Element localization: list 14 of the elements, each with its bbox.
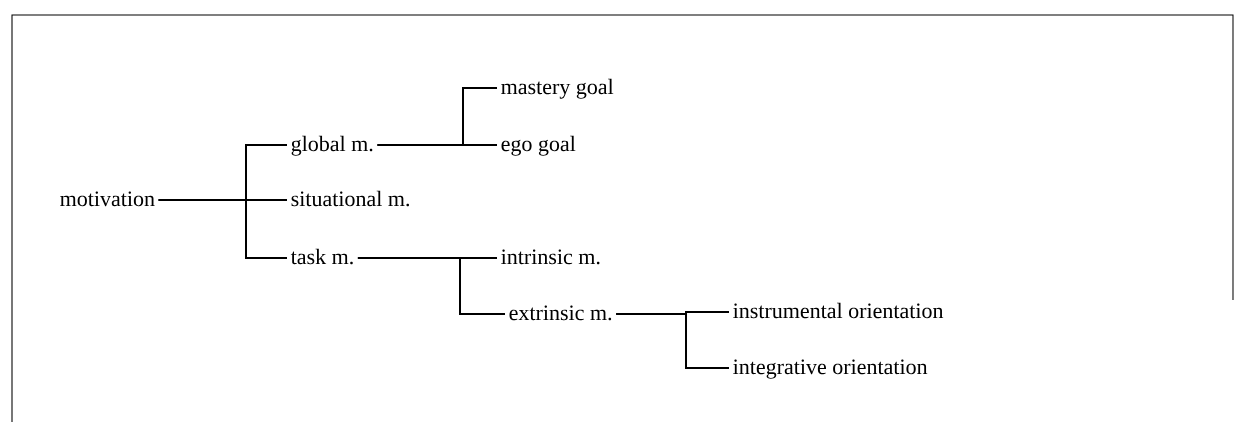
bracket-line bbox=[356, 257, 506, 315]
node-label: intrinsic m. bbox=[501, 249, 600, 265]
bracket-line bbox=[615, 313, 730, 369]
node-label: mastery goal bbox=[501, 78, 614, 99]
node-label: instrumental orientation bbox=[733, 302, 944, 319]
node-label: extrinsic m. bbox=[509, 305, 612, 321]
node-label: ego goal bbox=[501, 135, 576, 156]
bracket-line bbox=[157, 199, 288, 259]
node-label: global m. bbox=[291, 135, 373, 156]
node-label: task m. bbox=[290, 248, 353, 265]
node-label: motivation bbox=[60, 191, 155, 207]
node-label: situational m. bbox=[291, 190, 409, 207]
bracket-line bbox=[376, 144, 498, 146]
node-label: integrative orientation bbox=[733, 359, 928, 379]
